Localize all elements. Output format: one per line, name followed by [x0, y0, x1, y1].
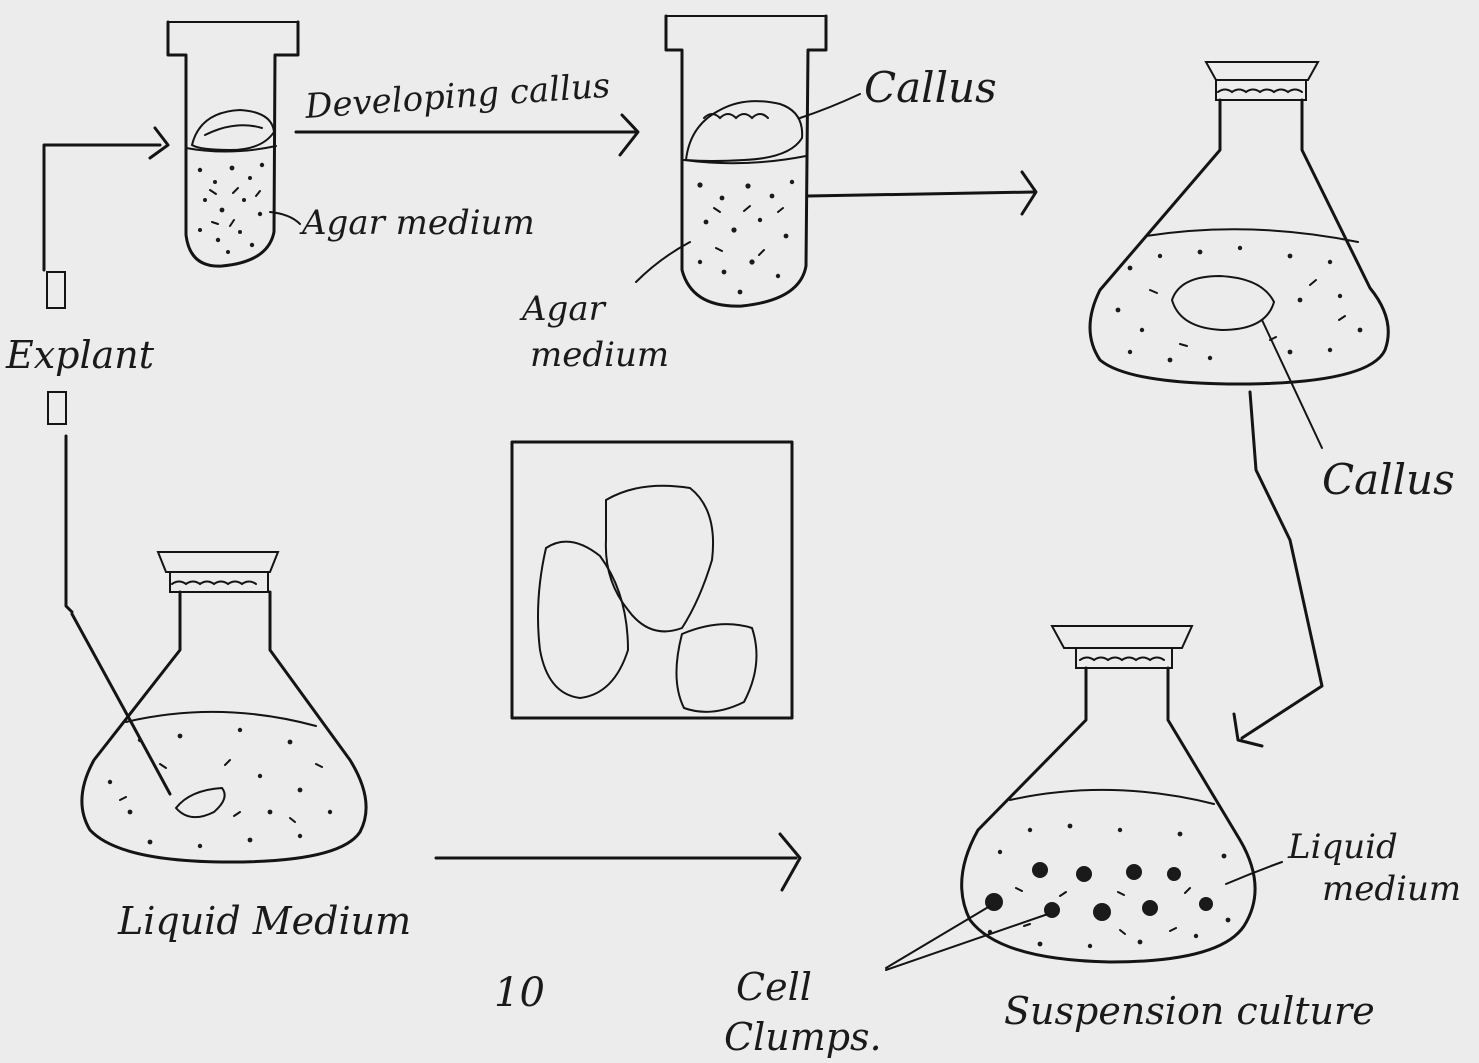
- test-tube-developing-callus: [168, 22, 298, 266]
- developing-callus-piece: [192, 110, 274, 150]
- agar-medium-speckles-tube-1: [198, 163, 264, 254]
- explant-label: Explant: [5, 333, 155, 377]
- callus-label-top: Callus: [864, 63, 997, 112]
- explant-to-tube-arrow: [44, 128, 168, 270]
- cell-clumps-pointer-2: [886, 914, 1048, 970]
- page-number: 10: [494, 970, 545, 1016]
- cell-clumps-label-line1: Cell: [736, 965, 812, 1009]
- explant-bottom-icon: [48, 392, 66, 424]
- explant-to-flask-line: [66, 436, 72, 612]
- callus-mass-tube-2: [686, 101, 802, 161]
- liquid-speckles-flask-3: [988, 824, 1231, 949]
- explant-drop-line: [72, 614, 170, 794]
- callus-mass-flask-1: [1172, 276, 1274, 330]
- flask-to-suspension-arrow: [1234, 392, 1322, 746]
- explant-top-icon: [47, 272, 65, 308]
- agar-medium-speckles-tube-2: [697, 180, 794, 295]
- liquid-to-suspension-arrow: [436, 834, 800, 890]
- flask-callus-in-liquid: [1090, 62, 1388, 384]
- developing-callus-label: Developing callus: [303, 66, 612, 127]
- agar-medium-label-2-line1: Agar: [519, 289, 607, 329]
- explant-in-liquid: [176, 788, 225, 817]
- tube-to-flask-arrow: [808, 172, 1036, 214]
- flask-liquid-medium: [72, 552, 366, 862]
- flask-suspension-culture: [962, 626, 1255, 962]
- suspension-culture-label: Suspension culture: [1004, 989, 1375, 1033]
- liquid-speckles-flask-1: [1116, 246, 1363, 363]
- cell-clumps-in-suspension: [985, 862, 1213, 921]
- cell-clumps-label-line2: Clumps.: [724, 1015, 882, 1059]
- cell-clumps-magnified-view: [512, 442, 792, 718]
- agar-medium-label-2-line2: medium: [530, 335, 669, 375]
- cell-clumps-pointer-1: [886, 906, 990, 968]
- liquid-medium-label-left: Liquid Medium: [117, 899, 411, 943]
- liquid-medium-label-right-line1: Liquid: [1287, 827, 1398, 867]
- liquid-medium-label-right-line2: medium: [1322, 869, 1461, 909]
- agar-medium-label-1: Agar medium: [299, 203, 535, 243]
- callus-label-right: Callus: [1322, 455, 1455, 504]
- test-tube-callus: [666, 16, 826, 306]
